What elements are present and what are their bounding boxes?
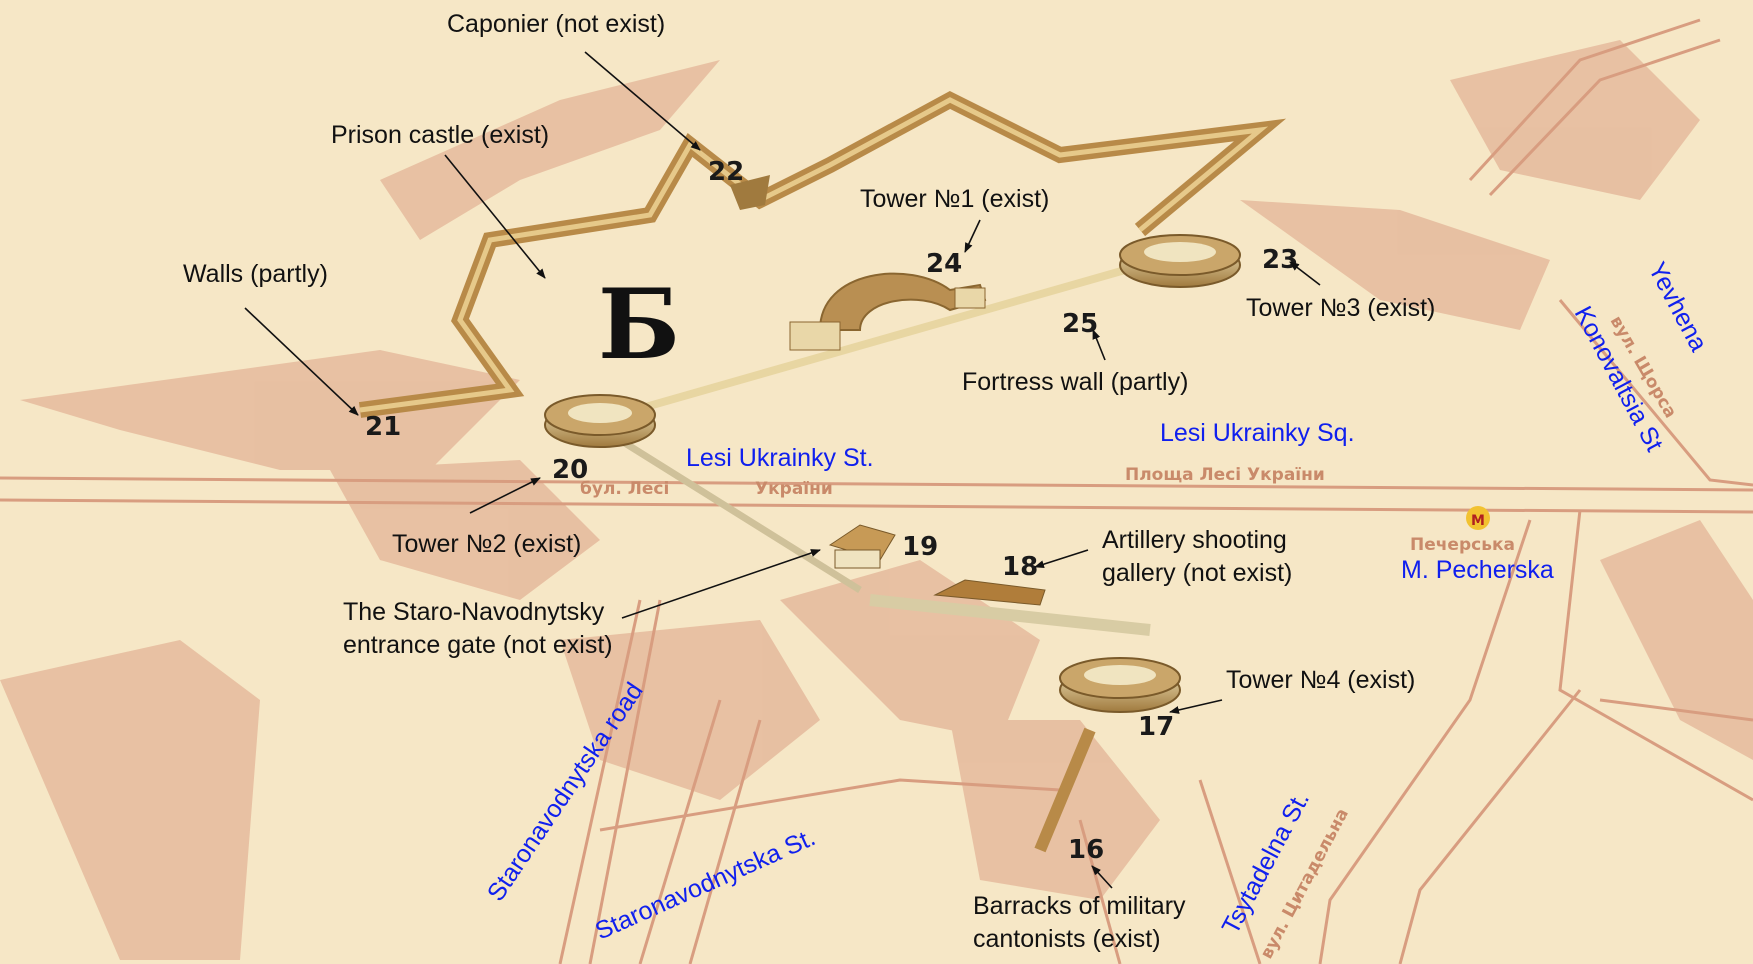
terrain-shadows [0,40,1753,960]
square-label-ploshcha: Площа Лесі України [1125,465,1325,485]
label-barracks-line1: Barracks of military [973,892,1186,920]
label-artillery-line1: Artillery shooting [1102,526,1287,554]
gate-building [828,524,896,569]
label-gate-line2: entrance gate (not exist) [343,631,613,659]
artillery-gallery-building [933,579,1046,606]
number-24: 24 [926,249,962,279]
number-16: 16 [1068,835,1104,865]
fortress-wall-line [598,256,1162,424]
metro-pecherska: M. Pecherska [1401,556,1554,584]
label-barracks-line2: cantonists (exist) [973,925,1161,953]
fortress-letter: Б [598,268,680,381]
tower-3 [1119,234,1241,288]
street-lesi-ukrainky-st: Lesi Ukrainky St. [686,444,874,472]
gate-wall-line [618,437,862,593]
number-22: 22 [708,157,744,187]
number-19: 19 [902,532,938,562]
barracks-wall [1034,727,1096,853]
label-fortress-wall: Fortress wall (partly) [962,368,1188,396]
number-23: 23 [1262,245,1298,275]
label-caponier: Caponier (not exist) [447,10,665,38]
number-20: 20 [552,455,588,485]
leader-lines [244,51,1321,889]
tower-2 [544,394,656,448]
metro-icon-letter: М [1471,513,1485,529]
square-lesi-ukrainky: Lesi Ukrainky Sq. [1160,419,1355,447]
street-label-ukrainky: України [755,479,833,499]
label-tower-1: Tower №1 (exist) [860,185,1049,213]
prison-castle [789,272,987,351]
tower-4 [1059,657,1181,713]
gallery-wall-line [869,594,1151,636]
caponier-building [730,175,770,210]
number-17: 17 [1138,712,1174,742]
metro-icon [1466,506,1490,530]
street-label-bul-lesi: бул. Лесі [580,479,669,499]
label-tower-3: Tower №3 (exist) [1246,294,1435,322]
fortress-walls [358,90,1287,418]
number-18: 18 [1002,552,1038,582]
roads [0,18,1753,964]
label-tower-4: Tower №4 (exist) [1226,666,1415,694]
label-gate-line1: The Staro-Navodnytsky [343,598,605,626]
label-artillery-line2: gallery (not exist) [1102,559,1292,587]
number-21: 21 [365,412,401,442]
label-tower-2: Tower №2 (exist) [392,530,581,558]
metro-label-pecherska: Печерська [1410,535,1515,555]
label-walls: Walls (partly) [183,260,328,288]
label-prison-castle: Prison castle (exist) [331,121,549,149]
number-25: 25 [1062,309,1098,339]
